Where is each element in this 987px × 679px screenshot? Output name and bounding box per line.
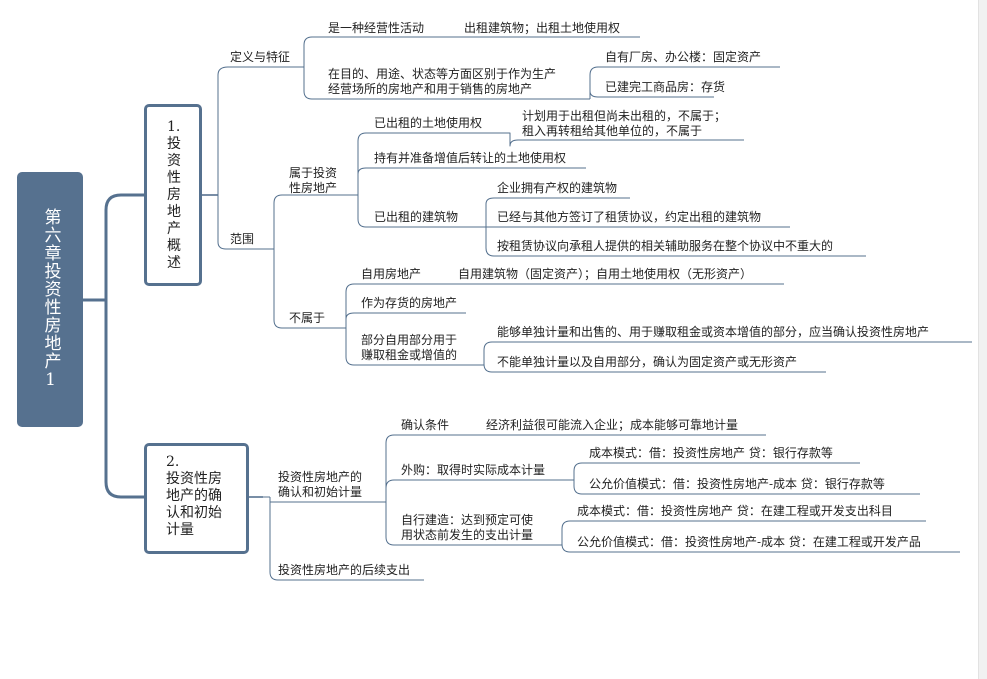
purchase-label: 外购：取得时实际成本计量 (401, 463, 546, 477)
conditions-detail: 经济利益很可能流入企业；成本能够可靠地计量 (486, 418, 739, 432)
self-built-line-2: 用状态前发生的支出计量 (401, 528, 534, 542)
belongs-line-2: 性房地产 (289, 181, 338, 195)
recognition-line-2: 确认和初始计量 (278, 485, 363, 499)
economic-activity-label: 是一种经营性活动 (328, 21, 425, 35)
self-built-line-1: 自行建造：达到预定可使 (401, 513, 534, 527)
window-edge-strip (978, 0, 987, 679)
held-land-label: 持有并准备增值后转让的土地使用权 (374, 151, 567, 165)
self-built-item: 公允价值模式：借：投资性房地产-成本 贷：在建工程或开发产品 (577, 535, 921, 549)
section-2-title-line-1: 投资性房 (166, 471, 222, 487)
section-2-title-line-3: 认和初始 (166, 505, 222, 521)
leased-land-note-1: 计划用于出租但尚未出租的，不属于； (522, 109, 727, 123)
self-built-item: 成本模式：借：投资性房地产 贷：在建工程或开发支出科目 (577, 504, 893, 518)
inventory-label: 作为存货的房地产 (361, 296, 458, 310)
conditions-label: 确认条件 (401, 418, 450, 432)
purchase-item: 成本模式：借：投资性房地产 贷：银行存款等 (589, 446, 833, 460)
leased-buildings-label: 已出租的建筑物 (374, 210, 459, 224)
definition-label: 定义与特征 (230, 50, 291, 64)
distinction-item: 已建完工商品房：存货 (605, 80, 726, 94)
section-1-node: 1. 投资性房地产概述 (144, 104, 202, 286)
not-belongs-label: 不属于 (289, 311, 326, 325)
leased-land-label: 已出租的土地使用权 (374, 116, 483, 130)
partial-item: 不能单独计量以及自用部分，确认为固定资产或无形资产 (497, 355, 798, 369)
partial-item: 能够单独计量和出售的、用于赚取租金或资本增值的部分，应当确认投资性房地产 (497, 325, 930, 339)
root-node: 第六章投资性房地产1 (17, 172, 83, 427)
leased-buildings-item: 已经与其他方签订了租赁协议，约定出租的建筑物 (497, 210, 762, 224)
self-use-detail: 自用建筑物（固定资产）；自用土地使用权（无形资产） (458, 267, 753, 281)
section-2-title-line-4: 计量 (166, 522, 194, 538)
distinction-item: 自有厂房、办公楼：固定资产 (605, 50, 762, 64)
distinction-line-1: 在目的、用途、状态等方面区别于作为生产 (328, 67, 557, 81)
belongs-line-1: 属于投资 (289, 166, 338, 180)
leased-land-note-2: 租入再转租给其他单位的，不属于 (522, 124, 703, 138)
subsequent-label: 投资性房地产的后续支出 (278, 563, 411, 577)
leased-buildings-item: 企业拥有产权的建筑物 (497, 181, 618, 195)
distinction-line-2: 经营场所的房地产和用于销售的房地产 (328, 82, 533, 96)
self-use-label: 自用房地产 (361, 267, 422, 281)
scope-label: 范围 (230, 232, 255, 246)
section-1-number: 1. (167, 119, 181, 135)
section-1-title: 投资性房地产概述 (167, 136, 181, 271)
section-2-title-line-2: 地产的确 (166, 488, 222, 504)
leased-buildings-item: 按租赁协议向承租人提供的相关辅助服务在整个协议中不重大的 (497, 239, 834, 253)
purchase-item: 公允价值模式：借：投资性房地产-成本 贷：银行存款等 (589, 477, 885, 491)
root-label: 第六章投资性房地产1 (40, 208, 61, 391)
partial-line-2: 赚取租金或增值的 (361, 348, 458, 362)
section-2-number: 2. (166, 454, 180, 470)
recognition-line-1: 投资性房地产的 (278, 470, 363, 484)
section-2-node: 2. 投资性房 地产的确 认和初始 计量 (144, 443, 249, 554)
partial-line-1: 部分自用部分用于 (361, 333, 458, 347)
economic-activity-detail: 出租建筑物；出租土地使用权 (464, 21, 621, 35)
